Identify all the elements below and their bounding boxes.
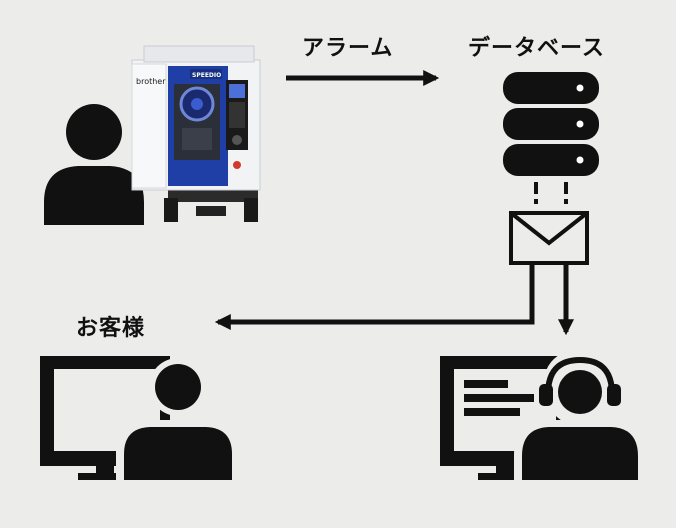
operator-person-icon bbox=[44, 104, 144, 225]
customer-monitor-person-icon bbox=[40, 356, 242, 480]
database-envelope-dashes bbox=[534, 182, 568, 204]
customer-notify-arrow bbox=[214, 263, 535, 331]
machine-brand-text: brother bbox=[136, 77, 166, 86]
customer-label: お客様 bbox=[76, 316, 146, 341]
database-icon bbox=[503, 72, 599, 176]
support-headset-person-icon bbox=[440, 349, 646, 480]
cnc-machine-icon bbox=[131, 45, 261, 222]
machine-model-text: SPEEDIO bbox=[192, 72, 221, 79]
envelope-icon bbox=[509, 211, 589, 265]
database-label: データベース bbox=[468, 36, 605, 61]
alarm-label: アラーム bbox=[302, 36, 394, 61]
